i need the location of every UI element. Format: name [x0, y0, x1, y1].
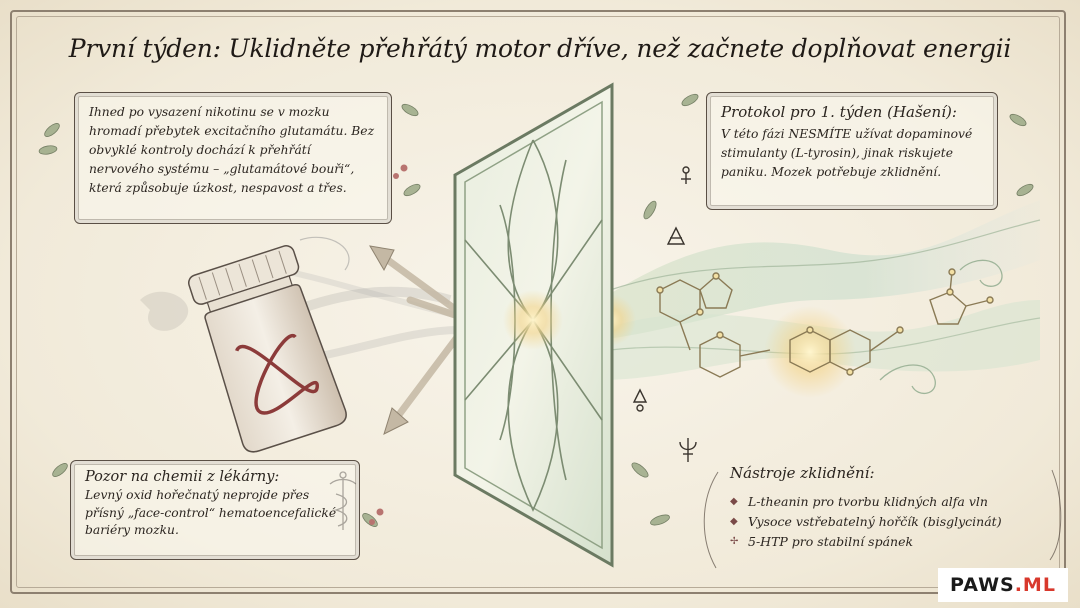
- pharmacy-warning-card: Pozor na chemii z lékárny: Levný oxid ho…: [70, 460, 360, 560]
- berries: [369, 164, 408, 525]
- list-item: ✢ 5-HTP pro stabilní spánek: [730, 532, 1060, 552]
- intro-text: Ihned po vysazení nikotinu se v mozku hr…: [89, 105, 375, 195]
- bottle-illustration: [188, 245, 347, 453]
- protocol-card: Protokol pro 1. týden (Hašení): V této f…: [706, 92, 998, 210]
- list-item-label: 5-HTP pro stabilní spánek: [748, 534, 914, 549]
- tools-flourish: [703, 469, 1062, 569]
- molecules: [656, 268, 994, 378]
- inner-frame: [16, 16, 1060, 588]
- list-item: ◆ Vysoce vstřebatelný hořčík (bisglyciná…: [730, 512, 1060, 532]
- page-title: První týden: Uklidněte přehřátý motor dř…: [68, 34, 1012, 63]
- list-item-label: Vysoce vstřebatelný hořčík (bisglycinát): [748, 514, 1002, 529]
- star-bullet-icon: ✢: [730, 536, 739, 547]
- list-item-label: L-theanin pro tvorbu klidných alfa vln: [748, 494, 988, 509]
- calming-tools: Nástroje zklidnění: ◆ L-theanin pro tvor…: [730, 462, 1060, 552]
- pharmacy-warning-heading: Pozor na chemii z lékárny:: [85, 469, 280, 485]
- diamond-bullet-icon: ◆: [730, 516, 738, 527]
- calming-tools-heading: Nástroje zklidnění:: [730, 464, 875, 482]
- calming-tools-list: ◆ L-theanin pro tvorbu klidných alfa vln…: [730, 492, 1060, 552]
- list-item: ◆ L-theanin pro tvorbu klidných alfa vln: [730, 492, 1060, 512]
- pharmacy-warning-text: Levný oxid hořečnatý neprojde přes přísn…: [85, 488, 337, 537]
- protocol-heading: Protokol pro 1. týden (Hašení):: [721, 103, 957, 121]
- brand-logo: PAWS.ML: [938, 568, 1068, 602]
- arrow-heads: [369, 245, 409, 435]
- protocol-text: V této fázi NESMÍTE užívat dopaminové st…: [721, 127, 973, 179]
- stained-glass-shield: [453, 82, 614, 568]
- logo-text: PAWS: [950, 574, 1015, 596]
- diamond-bullet-icon: ◆: [730, 496, 738, 507]
- logo-suffix: .ML: [1014, 574, 1056, 596]
- alchemy-symbols: [632, 166, 697, 462]
- intro-card: Ihned po vysazení nikotinu se v mozku hr…: [74, 92, 392, 224]
- calm-waves: [584, 200, 1041, 398]
- outer-frame: [10, 10, 1066, 594]
